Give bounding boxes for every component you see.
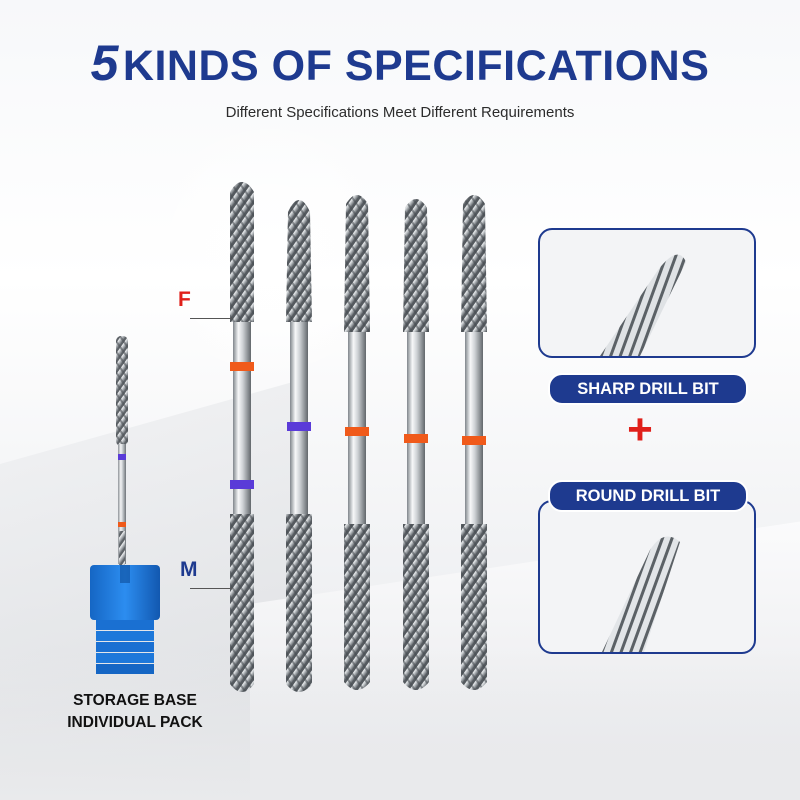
page-subtitle: Different Specifications Meet Different … [225, 104, 575, 121]
label-medium-line [190, 588, 232, 589]
drill-bit-3 [344, 195, 370, 690]
storage-base [90, 565, 160, 674]
storage-label-line1: STORAGE BASE [73, 692, 197, 709]
band-purple [118, 454, 126, 460]
drill-bit-4 [403, 199, 429, 690]
round-bit-image [602, 536, 680, 652]
title-number: 5 [90, 35, 119, 91]
drill-bit-1 [230, 182, 254, 692]
band-orange [118, 522, 126, 527]
title-text: KINDS OF SPECIFICATIONS [122, 42, 710, 90]
label-fine-line [190, 318, 232, 319]
round-bit-closeup [538, 500, 756, 654]
label-fine: F [178, 288, 191, 311]
storage-label: STORAGE BASE INDIVIDUAL PACK [30, 690, 240, 734]
sharp-bit-closeup [538, 228, 756, 358]
sharp-bit-label: SHARP DRILL BIT [548, 373, 748, 405]
sharp-bit-image [600, 254, 686, 356]
page-title: 5KINDS OF SPECIFICATIONS [0, 34, 800, 92]
background-light [120, 120, 420, 380]
plus-icon: + [627, 405, 653, 454]
drill-bit-5 [461, 195, 487, 690]
drill-bit-set [230, 182, 487, 692]
storage-label-line2: INDIVIDUAL PACK [67, 714, 203, 731]
drill-bit-2 [286, 200, 312, 692]
label-medium: M [180, 558, 198, 581]
small-drill-bit [116, 336, 128, 571]
background-floor [0, 650, 800, 800]
round-bit-label: ROUND DRILL BIT [548, 480, 748, 512]
